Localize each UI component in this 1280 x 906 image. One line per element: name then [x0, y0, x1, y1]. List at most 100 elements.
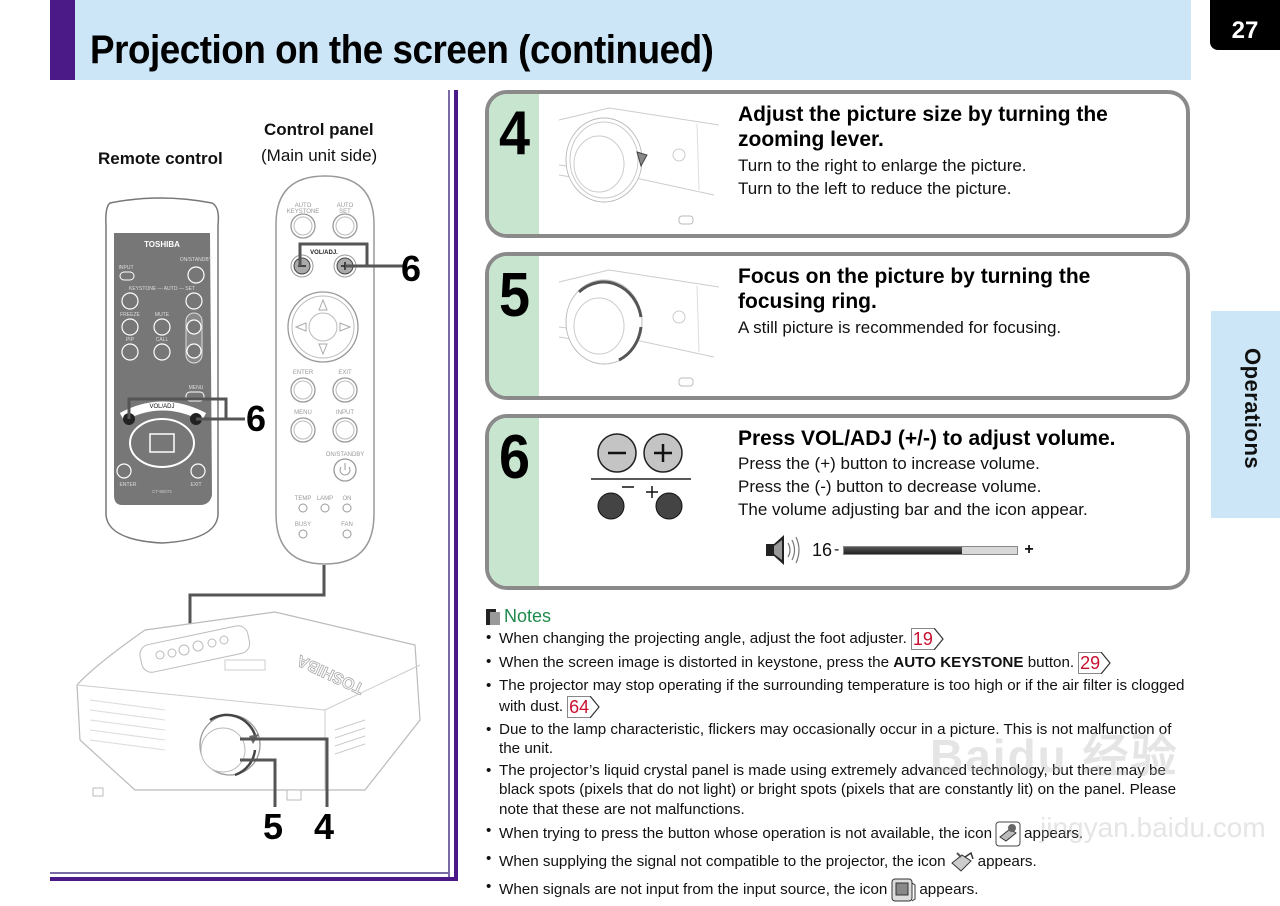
step-number: 4 [499, 99, 531, 168]
svg-text:EXIT: EXIT [190, 482, 201, 488]
note-item: When trying to press the button whose op… [484, 821, 1194, 847]
notes-icon [486, 608, 500, 625]
svg-text:EXIT: EXIT [338, 370, 352, 376]
header-accent-bar [50, 0, 75, 80]
note-item: The projector may stop operating if the … [484, 676, 1194, 718]
volume-level: 16 [812, 539, 833, 560]
svg-text:ON/STANDBY: ON/STANDBY [326, 452, 365, 458]
connector-line [188, 565, 326, 643]
svg-text:ENTER: ENTER [120, 482, 137, 488]
note-item: When the screen image is distorted in ke… [484, 652, 1194, 674]
step-line: Turn to the right to enlarge the picture… [738, 156, 1027, 175]
volume-minus: - [834, 541, 840, 558]
step-body: A still picture is recommended for focus… [738, 316, 1061, 339]
no-signal-icon [890, 877, 916, 903]
note-item: When changing the projecting angle, adju… [484, 628, 1194, 650]
note-text: appears. [1024, 825, 1084, 843]
note-text: appears. [919, 881, 979, 899]
page-reference-link[interactable]: 29 [1078, 652, 1111, 674]
page-reference-number: 19 [910, 628, 934, 650]
svg-text:ENTER: ENTER [293, 370, 314, 376]
svg-text:INPUT: INPUT [336, 410, 354, 416]
step-number: 6 [499, 423, 531, 492]
page-reference-number: 29 [1078, 652, 1102, 674]
callout-6-remote: 6 [246, 398, 267, 439]
svg-text:LAMP: LAMP [317, 496, 333, 502]
zoom-lever-icon [558, 107, 720, 225]
projector-illustration: TOSHIBA [76, 611, 421, 801]
svg-text:AUTO: AUTO [337, 203, 354, 209]
side-tab-operations[interactable] [1211, 311, 1280, 518]
frame-line [50, 872, 450, 874]
page-reference-link[interactable]: 19 [910, 628, 944, 650]
page-reference-number: 64 [567, 695, 591, 718]
volume-fill [844, 546, 962, 554]
svg-text:PIP: PIP [126, 337, 135, 343]
svg-text:KEYSTONE: KEYSTONE [287, 209, 320, 215]
svg-text:KEYSTONE — AUTO — SET: KEYSTONE — AUTO — SET [129, 286, 195, 292]
notes-list: When changing the projecting angle, adju… [484, 628, 1194, 905]
svg-text:CALL: CALL [156, 337, 169, 343]
remote-control-illustration: TOSHIBA INPUT ON/STANDBY KEYSTONE — AUTO… [105, 197, 220, 544]
svg-text:ON: ON [343, 496, 352, 502]
page-reference-link[interactable]: 64 [567, 695, 600, 718]
callout-4-projector: 4 [314, 806, 335, 847]
step-number-column [489, 418, 539, 586]
control-panel-illustration: AUTO KEYSTONE AUTO SET VOL/ADJ. ENTER EX… [275, 175, 375, 565]
step-card-6: 6 Press VOL/ADJ (+/-) to adjust volume. … [485, 414, 1190, 590]
step-number-column [489, 94, 539, 234]
frame-line [50, 877, 458, 881]
incompatible-signal-icon [949, 849, 975, 875]
volume-bar-display: 16 - + [764, 530, 1034, 570]
note-text: When trying to press the button whose op… [499, 825, 993, 843]
note-item: When signals are not input from the inpu… [484, 877, 1194, 903]
note-text: The projector may stop operating if the … [499, 677, 1185, 715]
svg-text:AUTO: AUTO [295, 203, 312, 209]
chevron-right-icon [1101, 652, 1111, 674]
step-card-4: 4 Adjust the picture size by turning the… [485, 90, 1190, 238]
svg-text:SET: SET [339, 209, 351, 215]
frame-line [448, 90, 450, 878]
callout-6-control-panel: 6 [401, 248, 422, 289]
remote-model: CT-90072 [152, 489, 172, 494]
note-item: The projector’s liquid crystal panel is … [484, 761, 1194, 820]
callout-lines-projector [240, 737, 329, 807]
svg-text:VOL/ADJ: VOL/ADJ [149, 404, 174, 410]
control-panel-label: Control panel [264, 120, 374, 139]
volume-plus: + [1024, 541, 1034, 558]
step-title: Press VOL/ADJ (+/-) to adjust volume. [738, 427, 1116, 450]
step-number-column [489, 256, 539, 396]
step-line: Press the (-) button to decrease volume. [738, 477, 1042, 496]
notes-header: Notes [486, 606, 551, 627]
remote-control-label: Remote control [98, 149, 223, 168]
svg-text:MENU: MENU [294, 410, 312, 416]
note-text: When supplying the signal not compatible… [499, 853, 946, 871]
svg-text:MENU: MENU [189, 385, 204, 391]
chevron-right-icon [590, 695, 600, 718]
step-body: Press the (+) button to increase volume.… [738, 452, 1088, 521]
vol-buttons-icon [591, 433, 691, 520]
callout-lines-control-panel [298, 242, 405, 268]
side-tab-label: Operations [1240, 348, 1265, 470]
page-number: 27 [1210, 0, 1280, 50]
note-text: button. [1023, 654, 1075, 672]
not-available-icon [995, 821, 1021, 847]
callout-5-projector: 5 [263, 806, 284, 847]
svg-text:VOL/ADJ.: VOL/ADJ. [310, 250, 338, 256]
focus-ring-icon [558, 269, 720, 387]
header-band [50, 0, 1191, 80]
step-card-5: 5 Focus on the picture by turning the fo… [485, 252, 1190, 400]
note-text: Due to the lamp characteristic, flickers… [499, 720, 1172, 758]
note-item: When supplying the signal not compatible… [484, 849, 1194, 875]
notes-title: Notes [504, 606, 552, 626]
note-text: The projector’s liquid crystal panel is … [499, 761, 1177, 818]
step-number: 5 [499, 261, 531, 330]
svg-text:ON/STANDBY: ON/STANDBY [180, 257, 213, 263]
svg-text:TEMP: TEMP [295, 496, 312, 502]
svg-text:INPUT: INPUT [119, 265, 134, 271]
step-line: The volume adjusting bar and the icon ap… [738, 500, 1088, 519]
note-item: Due to the lamp characteristic, flickers… [484, 720, 1194, 759]
volume-track [843, 545, 1019, 555]
step-body: Turn to the right to enlarge the picture… [738, 154, 1027, 200]
callout-lines-remote [127, 397, 245, 421]
